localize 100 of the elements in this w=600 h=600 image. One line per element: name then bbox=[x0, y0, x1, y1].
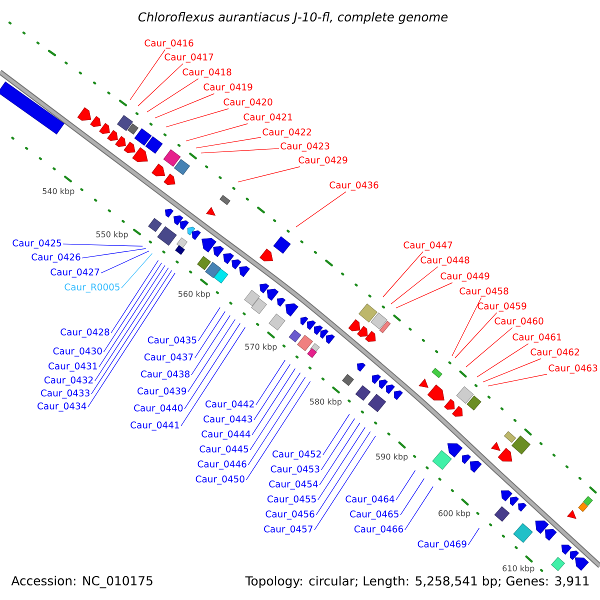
gene-label: Caur_0430 bbox=[53, 348, 102, 356]
leader-line bbox=[94, 268, 169, 382]
leader-line bbox=[238, 166, 300, 182]
leader-line bbox=[248, 376, 306, 466]
leader-line bbox=[200, 148, 280, 154]
gene-label: Caur_0447 bbox=[404, 242, 452, 250]
gene-label: Caur_0436 bbox=[330, 182, 378, 190]
gene-label: Caur_0439 bbox=[138, 388, 186, 396]
gene-label: Caur_0429 bbox=[298, 156, 348, 166]
gene-label: Caur_0422 bbox=[262, 128, 311, 138]
leader-line bbox=[382, 251, 424, 298]
leader-line bbox=[62, 244, 143, 246]
scale-label: 610 kbp bbox=[502, 565, 534, 573]
scale-label: 570 kbp bbox=[245, 344, 277, 352]
gene-label: Caur_0455 bbox=[267, 496, 316, 504]
gene-label: Caur_0466 bbox=[354, 526, 404, 534]
gene-label: Caur_0460 bbox=[494, 318, 544, 326]
gene-label: Caur_0457 bbox=[264, 526, 312, 534]
leader-line bbox=[198, 307, 220, 342]
leader-line bbox=[110, 260, 159, 334]
leader-line bbox=[91, 270, 172, 394]
gene-label: Caur_0431 bbox=[48, 362, 97, 372]
gene-label: Caur_0419 bbox=[204, 84, 252, 92]
leader-line bbox=[250, 372, 301, 450]
leader-line bbox=[476, 343, 529, 378]
gene-label: Caur_0453 bbox=[270, 466, 320, 474]
scale-label: 540 kbp bbox=[42, 188, 74, 196]
leader-line bbox=[488, 374, 548, 386]
gene-label: Caur_0442 bbox=[206, 400, 254, 410]
leader-line bbox=[191, 315, 230, 376]
scale-label: 550 kbp bbox=[96, 231, 128, 239]
leader-line bbox=[316, 431, 371, 516]
footer-text: Accession: NC_010175 bbox=[11, 576, 152, 588]
leader-line bbox=[246, 381, 311, 480]
leader-line bbox=[130, 49, 166, 100]
leader-line bbox=[82, 248, 146, 258]
leader-line bbox=[196, 136, 262, 148]
gene-label: Caur_0461 bbox=[512, 334, 562, 342]
gene-label: Caur_0421 bbox=[244, 114, 292, 122]
gene-label: Caur_0434 bbox=[38, 402, 86, 412]
leader-line bbox=[482, 358, 542, 382]
leader-line bbox=[396, 470, 416, 500]
leader-line bbox=[88, 272, 176, 408]
scale-label: 580 kbp bbox=[310, 398, 342, 406]
gene-label: Caur_0426 bbox=[32, 254, 80, 262]
leader-line bbox=[466, 327, 513, 368]
leader-line bbox=[252, 368, 296, 436]
gene-label: Caur_0435 bbox=[148, 336, 196, 346]
gene-label: Caur_0416 bbox=[144, 40, 194, 48]
leader-line bbox=[404, 486, 434, 530]
scale-label: 600 kbp bbox=[438, 510, 470, 518]
gene-label: Caur_R0005 bbox=[64, 284, 120, 292]
gene-label: Caur_0450 bbox=[196, 476, 244, 484]
scale-label: 590 kbp bbox=[376, 453, 408, 462]
gene-label: Caur_0443 bbox=[204, 416, 252, 424]
gene-label: Caur_0425 bbox=[12, 240, 62, 248]
gene-label: Caur_0445 bbox=[200, 446, 248, 454]
leader-line bbox=[254, 364, 290, 420]
gene-label: Caur_0433 bbox=[41, 390, 90, 398]
gene-label: Caur_0469 bbox=[418, 540, 466, 550]
leader-line bbox=[138, 63, 184, 106]
gene-label: Caur_0454 bbox=[269, 480, 318, 490]
gene-label: Caur_0428 bbox=[60, 328, 110, 338]
leader-line bbox=[396, 282, 453, 308]
gene-label: Caur_0441 bbox=[130, 422, 179, 430]
gene-label: Caur_0449 bbox=[440, 272, 490, 282]
gene-label: Caur_0444 bbox=[202, 430, 250, 440]
gene-label: Caur_0418 bbox=[182, 68, 232, 78]
gene-label: Caur_0437 bbox=[144, 354, 193, 362]
leader-line bbox=[98, 265, 166, 368]
leader-line bbox=[296, 191, 346, 228]
leader-line bbox=[100, 250, 150, 274]
gene-label: Caur_0417 bbox=[164, 54, 214, 62]
gene-label: Caur_0440 bbox=[134, 404, 183, 414]
footer-text: Topology: circular; Length: 5,258,541 bp; Genes: 3,911 bbox=[245, 576, 589, 588]
leader-line bbox=[121, 253, 152, 288]
leader-line bbox=[454, 312, 498, 358]
gene-label: Caur_0446 bbox=[198, 460, 246, 470]
gene-label: Caur_0432 bbox=[44, 376, 93, 386]
gene-label: Caur_0452 bbox=[272, 450, 321, 460]
gene-label: Caur_0456 bbox=[266, 510, 314, 520]
gene-label: Caur_0465 bbox=[350, 510, 398, 520]
leader-line bbox=[186, 123, 248, 142]
leader-line bbox=[256, 360, 286, 406]
leader-line bbox=[390, 266, 438, 304]
leader-line bbox=[452, 297, 482, 356]
gene-label: Caur_0427 bbox=[50, 268, 100, 278]
leader-line bbox=[154, 93, 214, 118]
gene-label: Caur_0459 bbox=[478, 302, 526, 312]
title: Chloroflexus aurantiacus J-10-fl, complete genome bbox=[138, 12, 448, 24]
leader-line bbox=[103, 262, 162, 352]
leader-line bbox=[194, 311, 226, 358]
leader-line bbox=[166, 108, 229, 128]
leader-line bbox=[320, 418, 355, 470]
gene-label: Caur_0463 bbox=[548, 364, 598, 374]
leader-line bbox=[188, 319, 236, 392]
leader-line bbox=[468, 528, 480, 546]
leader-line bbox=[184, 323, 240, 410]
leader-line bbox=[314, 436, 376, 530]
gene-label: Caur_0448 bbox=[420, 256, 470, 266]
